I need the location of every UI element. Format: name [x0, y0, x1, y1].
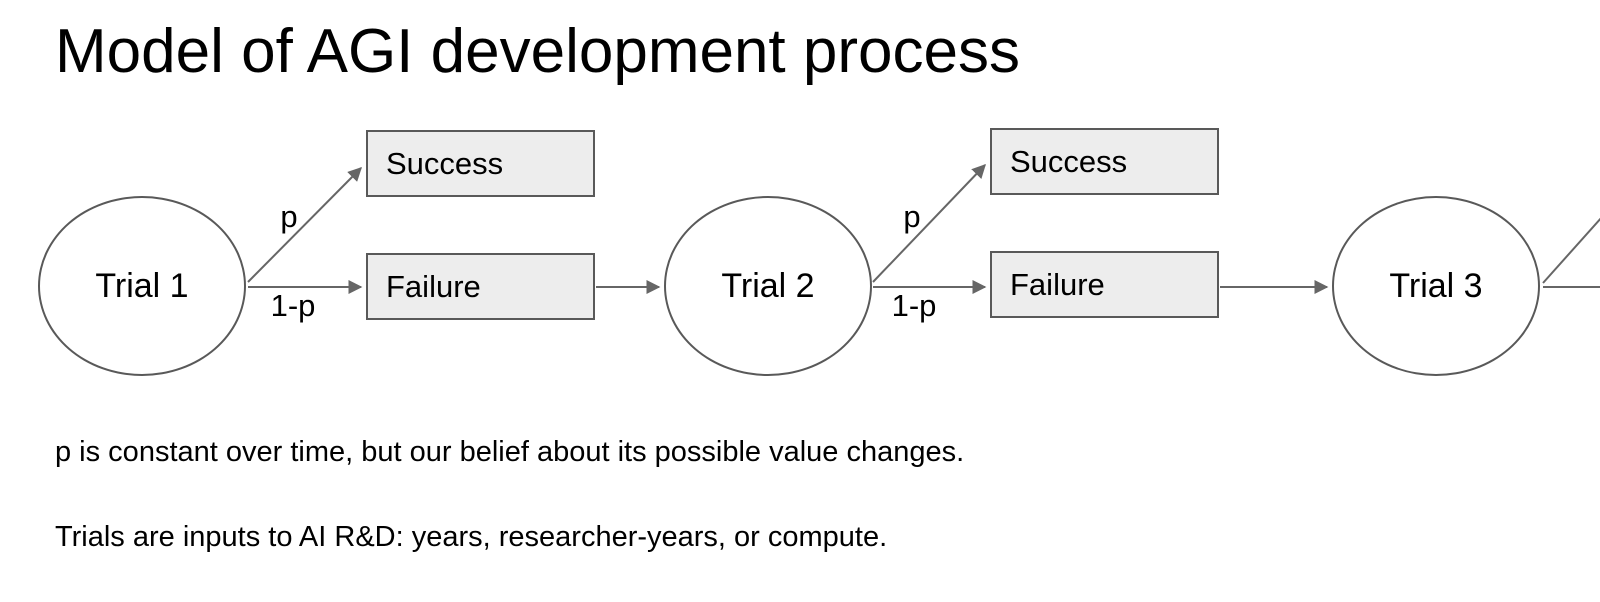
arrow-trial2-to-success2: [872, 163, 986, 283]
edge-label-p-2: p: [903, 199, 921, 234]
arrow-trial1-to-success1: [247, 167, 362, 283]
node-failure-2-label: Failure: [1010, 266, 1105, 302]
arrow-trial3-up-clipped: [1542, 217, 1600, 284]
node-trial-1: Trial 1: [38, 196, 246, 376]
edge-label-p-1: p: [280, 199, 298, 234]
node-trial-2: Trial 2: [664, 196, 872, 376]
page-title: Model of AGI development process: [55, 17, 1020, 86]
node-trial-2-label: Trial 2: [721, 266, 815, 305]
edge-label-1-minus-p-1: 1-p: [270, 288, 316, 323]
edge-label-1-minus-p-2: 1-p: [891, 288, 937, 323]
node-trial-3: Trial 3: [1332, 196, 1540, 376]
node-success-1: Success: [366, 130, 595, 197]
node-failure-1: Failure: [366, 253, 595, 320]
node-trial-3-label: Trial 3: [1389, 266, 1483, 305]
node-trial-1-label: Trial 1: [95, 266, 189, 305]
node-failure-1-label: Failure: [386, 268, 481, 304]
note-p-constant: p is constant over time, but our belief …: [55, 436, 965, 468]
node-success-2-label: Success: [1010, 143, 1128, 179]
node-failure-2: Failure: [990, 251, 1219, 318]
node-success-2: Success: [990, 128, 1219, 195]
node-success-1-label: Success: [386, 145, 504, 181]
note-trials-inputs: Trials are inputs to AI R&D: years, rese…: [55, 521, 888, 553]
